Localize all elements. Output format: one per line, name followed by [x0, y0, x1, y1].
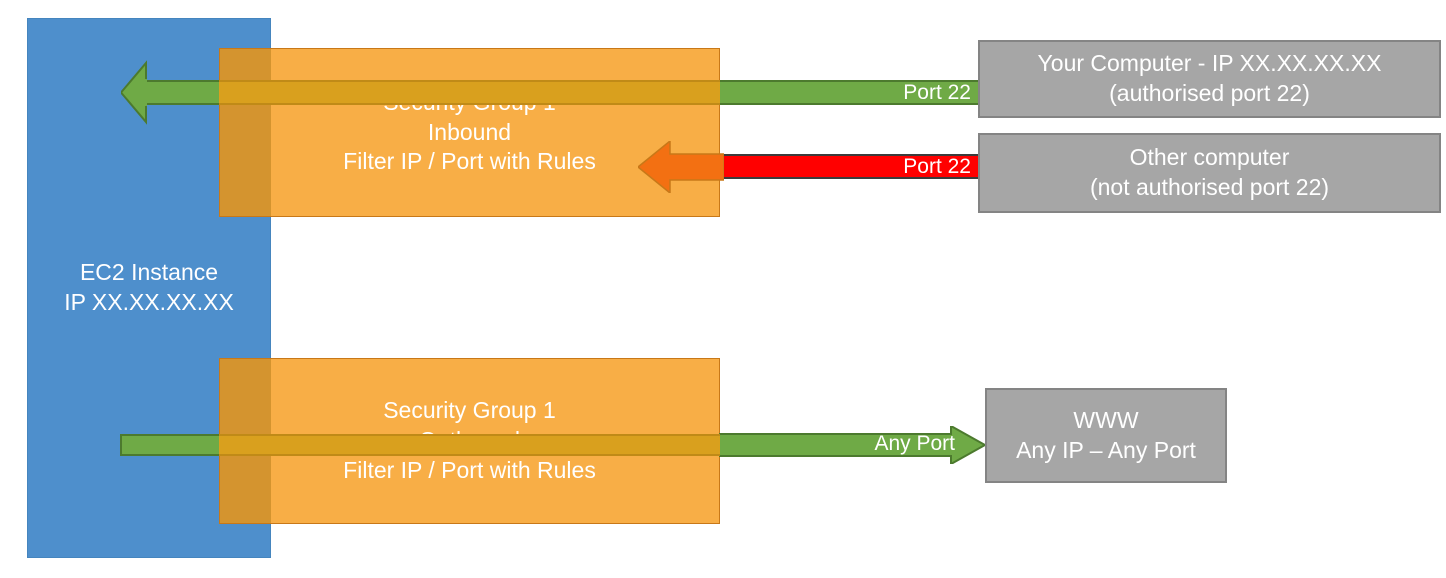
- inbound-allowed-arrow-head-icon: [119, 60, 149, 125]
- node-other-computer-line1: Other computer: [1129, 144, 1290, 171]
- ec2-instance-label-line1: EC2 Instance: [79, 259, 219, 286]
- node-www-box: WWW Any IP – Any Port: [985, 388, 1227, 483]
- node-your-computer-line2: (authorised port 22): [1109, 80, 1310, 106]
- outbound-allowed-port-label: Any Port: [874, 432, 955, 455]
- node-other-computer-line2: (not authorised port 22): [1089, 174, 1330, 200]
- inbound-allowed-flow-through-security-group: [219, 80, 720, 105]
- inbound-blocked-arrow-head-icon: [636, 139, 725, 195]
- security-group-inbound-line2: Inbound: [427, 118, 512, 145]
- node-www-line2: Any IP – Any Port: [1016, 436, 1196, 463]
- outbound-allowed-flow-through-security-group: [219, 434, 720, 456]
- node-www-line1: WWW: [1073, 406, 1139, 433]
- security-group-inbound-line3: Filter IP / Port with Rules: [343, 148, 596, 175]
- outbound-allowed-arrow-icon: [718, 424, 988, 466]
- inbound-allowed-flow-shaft-into-ec2: [145, 80, 221, 105]
- ec2-instance-label-line2: IP XX.XX.XX.XX: [64, 289, 234, 315]
- security-group-outbound-line1: Security Group 1: [383, 397, 556, 424]
- security-group-inbound-box: Security Group 1 Inbound Filter IP / Por…: [219, 48, 720, 217]
- security-group-outbound-line3: Filter IP / Port with Rules: [343, 456, 596, 483]
- inbound-allowed-port-label: Port 22: [903, 80, 971, 104]
- inbound-blocked-port-label: Port 22: [903, 154, 971, 178]
- node-your-computer-box: Your Computer - IP XX.XX.XX.XX (authoris…: [978, 40, 1441, 118]
- node-your-computer-line1: Your Computer - IP XX.XX.XX.XX: [1037, 50, 1382, 77]
- inbound-blocked-flow-bar: Port 22: [719, 154, 979, 179]
- outbound-allowed-flow-shaft-from-ec2: [120, 434, 221, 456]
- inbound-allowed-flow-bar: Port 22: [719, 80, 979, 105]
- node-other-computer-box: Other computer (not authorised port 22): [978, 133, 1441, 213]
